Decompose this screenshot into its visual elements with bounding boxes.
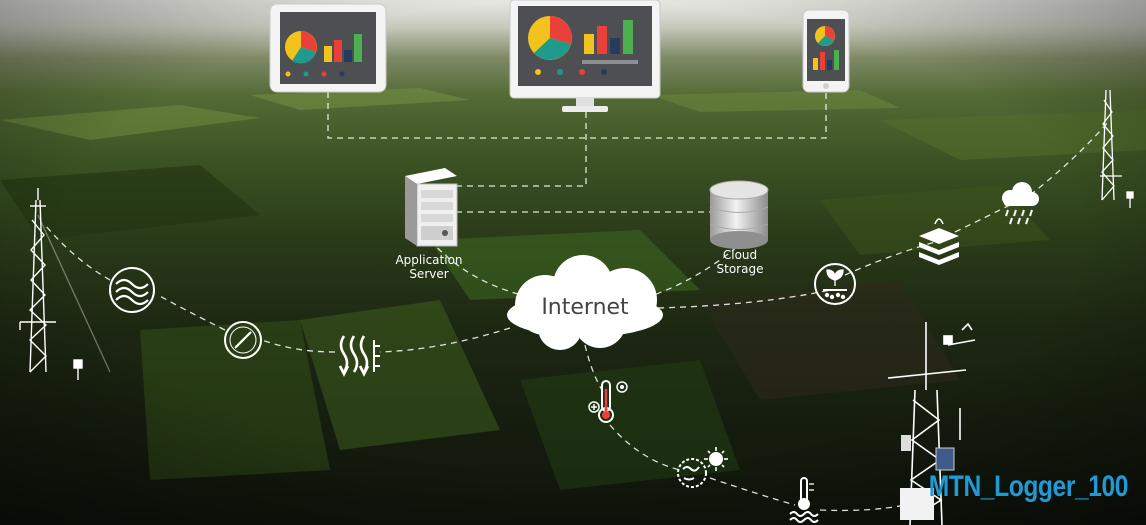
soil-icon bbox=[814, 263, 856, 305]
mtn-logger-station bbox=[887, 322, 976, 525]
rain-cloud-icon bbox=[1002, 182, 1039, 225]
cloud-storage-label-line1: Cloud bbox=[722, 248, 758, 262]
thermometer-icon bbox=[588, 380, 628, 423]
cloud-storage-label: Cloud Storage bbox=[700, 248, 780, 277]
desktop-monitor-icon bbox=[509, 0, 661, 112]
smartphone-icon bbox=[802, 9, 850, 93]
weather-mast-left bbox=[19, 188, 111, 380]
internet-label: Internet bbox=[541, 295, 629, 320]
cloud-storage-icon bbox=[709, 180, 769, 249]
compass-icon bbox=[224, 321, 262, 359]
application-server-label: Application Server bbox=[383, 253, 475, 282]
internet-cloud bbox=[507, 255, 663, 350]
logger-name-label: MTN_Logger_100 bbox=[928, 470, 1129, 503]
water-temperature-icon bbox=[789, 477, 819, 523]
sun-globe-icon bbox=[677, 447, 728, 488]
wave-icon bbox=[109, 267, 155, 313]
application-server-icon bbox=[405, 168, 458, 247]
application-server-label-line2: Server bbox=[409, 266, 449, 281]
cloud-storage-label-line2: Storage bbox=[716, 261, 764, 276]
heat-icon bbox=[338, 335, 380, 377]
soil-layers-icon bbox=[919, 218, 959, 265]
tablet-icon bbox=[269, 3, 387, 93]
weather-mast-right bbox=[1100, 89, 1134, 208]
application-server-label-line1: Application bbox=[395, 253, 463, 267]
